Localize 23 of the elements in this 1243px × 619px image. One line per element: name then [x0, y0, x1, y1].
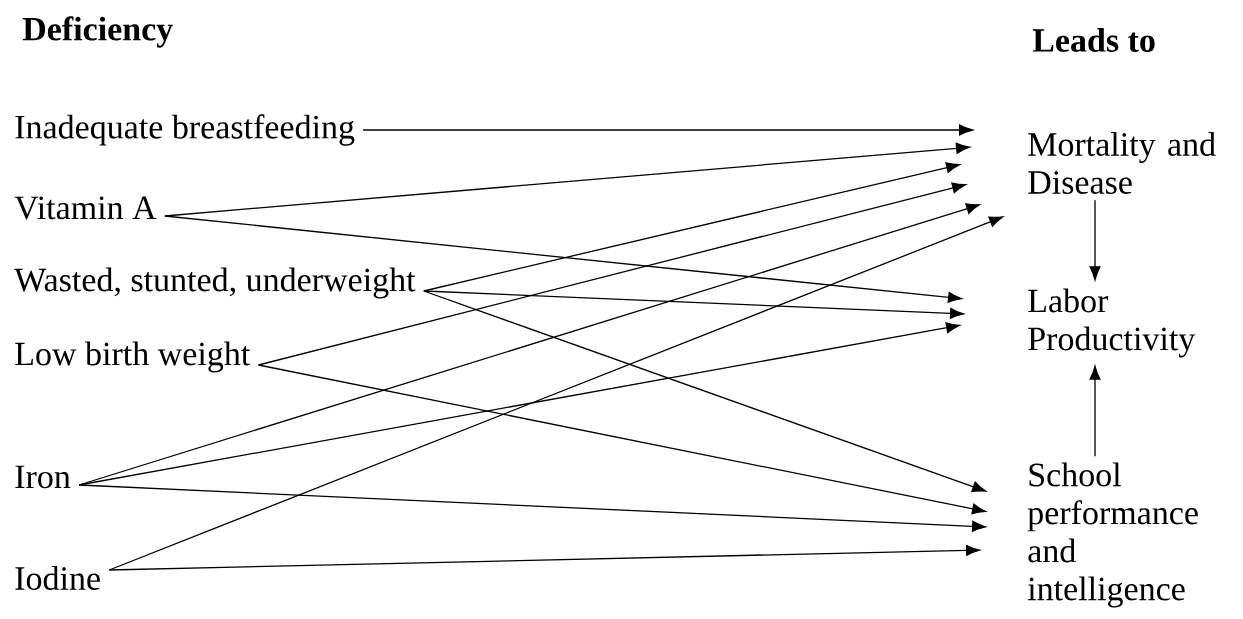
text-label: Mortality and Disease — [1028, 132, 1216, 194]
text-label: Iron — [15, 465, 71, 489]
arrow — [108, 216, 1004, 571]
arrow — [423, 290, 964, 319]
text-label: Inadequate breastfeeding — [15, 114, 355, 146]
arrow — [1089, 365, 1101, 457]
column-heading: Deficiency — [22, 16, 173, 48]
text-label: Labor Productivity — [1028, 288, 1196, 358]
arrow — [164, 142, 970, 217]
arrow — [1089, 199, 1101, 281]
arrow — [257, 364, 987, 515]
text-label: Vitamin A — [14, 196, 157, 220]
arrow — [164, 215, 962, 303]
text-label: Iodine — [15, 566, 100, 590]
text-label: Low birth weight — [15, 341, 251, 373]
text-label: Wasted, stunted, underweight — [14, 267, 416, 299]
arrow — [108, 544, 980, 571]
arrow — [423, 290, 987, 493]
arrow — [257, 182, 967, 366]
arrow — [78, 484, 986, 532]
column-heading: Leads to — [1032, 28, 1155, 52]
text-label: School performance and intelligence — [1027, 462, 1198, 608]
arrow — [362, 124, 973, 136]
